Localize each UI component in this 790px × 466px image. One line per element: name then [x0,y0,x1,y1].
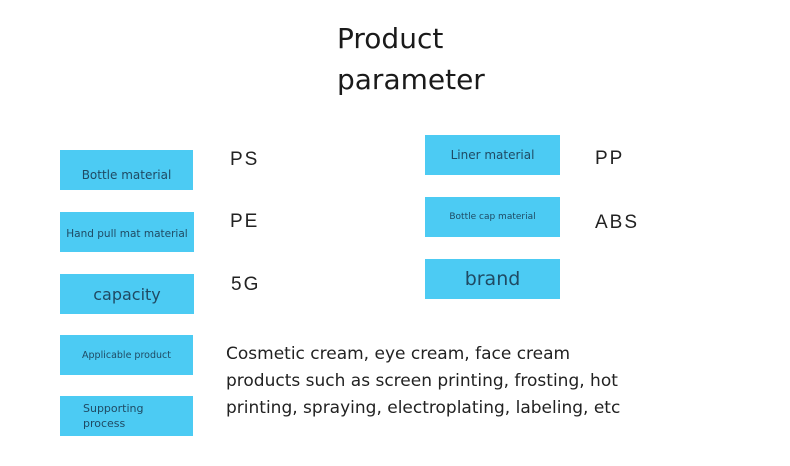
description-line-2: products such as screen printing, frosti… [226,371,618,391]
title-line-2: parameter [337,63,485,96]
value-bottle-material: PS [230,149,260,170]
label-text: Supporting process [83,402,144,430]
value-bottle-cap-material: ABS [595,212,640,233]
label-supporting-process: Supporting process [60,396,193,436]
label-bottle-material: Bottle material [60,150,193,190]
title-line-1: Product [337,22,444,55]
label-text: Bottle material [81,168,172,182]
label-applicable-product: Applicable product [60,335,193,375]
label-text: brand [464,268,521,290]
page-title: Product parameter [337,18,485,100]
label-text: Hand pull mat material [66,228,188,240]
description-line-1: Cosmetic cream, eye cream, face cream [226,344,571,364]
label-text: Bottle cap material [449,212,536,222]
applicable-product-description: Cosmetic cream, eye cream, face cream pr… [226,341,646,422]
label-hand-pull-mat-material: Hand pull mat material [60,212,194,252]
label-bottle-cap-material: Bottle cap material [425,197,560,237]
label-liner-material: Liner material [425,135,560,175]
value-hand-pull-mat-material: PE [230,211,260,232]
label-capacity: capacity [60,274,194,314]
description-line-3: printing, spraying, electroplating, labe… [226,398,621,418]
value-liner-material: PP [595,148,625,169]
label-text: Liner material [450,148,535,162]
label-text: Applicable product [82,349,171,361]
label-text: capacity [93,284,161,304]
label-brand: brand [425,259,560,299]
value-capacity: 5G [231,274,261,295]
